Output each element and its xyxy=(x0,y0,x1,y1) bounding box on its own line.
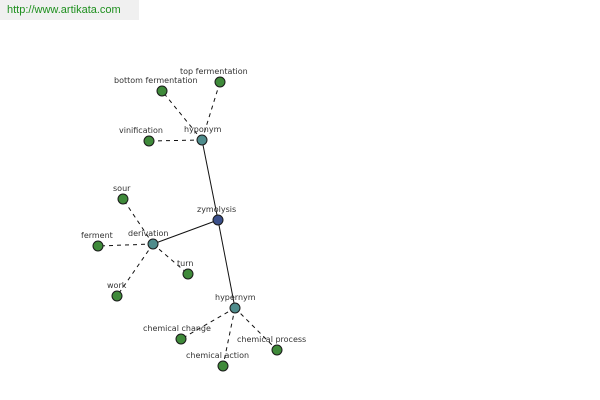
node-label-sour[interactable]: sour xyxy=(113,184,131,193)
node-circle-top-fermentation[interactable] xyxy=(214,76,226,88)
node-circle-chemical-action[interactable] xyxy=(217,360,229,372)
node-circle-ferment[interactable] xyxy=(92,240,104,252)
edge-hyponym-vinification xyxy=(148,139,203,142)
node-circle-bottom-fermentation[interactable] xyxy=(156,85,168,97)
node-sour[interactable]: sour xyxy=(113,184,131,205)
edge-derivation-ferment xyxy=(97,243,154,247)
node-label-vinification[interactable]: vinification xyxy=(119,126,163,135)
node-turn[interactable]: turn xyxy=(177,259,194,280)
watermark-url[interactable]: http://www.artikata.com xyxy=(0,0,139,20)
edge-derivation-sour xyxy=(122,198,154,245)
node-chemical-process[interactable]: chemical process xyxy=(237,335,306,356)
node-label-work[interactable]: work xyxy=(107,281,127,290)
edge-hyponym-bottom-fermentation xyxy=(161,90,203,141)
node-label-bottom-fermentation[interactable]: bottom fermentation xyxy=(114,76,198,85)
node-label-hypernym[interactable]: hypernym xyxy=(215,293,256,302)
node-label-chemical-action[interactable]: chemical action xyxy=(186,351,249,360)
node-circle-zymolysis[interactable] xyxy=(212,214,224,226)
edges-layer xyxy=(97,81,278,367)
node-label-top-fermentation[interactable]: top fermentation xyxy=(180,67,248,76)
node-hypernym[interactable]: hypernym xyxy=(215,293,256,314)
node-circle-chemical-process[interactable] xyxy=(271,344,283,356)
node-circle-derivation[interactable] xyxy=(147,238,159,250)
edge-hypernym-chemical-action xyxy=(222,307,236,367)
node-label-chemical-process[interactable]: chemical process xyxy=(237,335,306,344)
nodes-layer: zymolysis hyponym derivation hypernym top fe… xyxy=(81,67,306,372)
edge-zymolysis-hyponym xyxy=(201,139,219,221)
node-label-hyponym[interactable]: hyponym xyxy=(184,125,222,134)
edge-derivation-work xyxy=(116,243,154,297)
node-circle-vinification[interactable] xyxy=(143,135,155,147)
node-label-ferment[interactable]: ferment xyxy=(81,231,113,240)
node-label-chemical-change[interactable]: chemical change xyxy=(143,324,211,333)
edge-hyponym-top-fermentation xyxy=(201,81,221,141)
node-hyponym[interactable]: hyponym xyxy=(184,125,222,146)
edge-hypernym-chemical-change xyxy=(180,307,236,340)
node-label-derivation[interactable]: derivation xyxy=(128,229,168,238)
node-label-zymolysis[interactable]: zymolysis xyxy=(197,205,236,214)
node-label-turn[interactable]: turn xyxy=(177,259,193,268)
node-work[interactable]: work xyxy=(107,281,127,302)
node-circle-work[interactable] xyxy=(111,290,123,302)
edge-hypernym-chemical-process xyxy=(234,307,278,351)
node-circle-turn[interactable] xyxy=(182,268,194,280)
node-chemical-change[interactable]: chemical change xyxy=(143,324,211,345)
node-circle-hyponym[interactable] xyxy=(196,134,208,146)
edge-zymolysis-hypernym xyxy=(217,219,236,309)
node-zymolysis[interactable]: zymolysis xyxy=(197,205,236,226)
node-circle-sour[interactable] xyxy=(117,193,129,205)
node-top-fermentation[interactable]: top fermentation xyxy=(180,67,248,88)
node-chemical-action[interactable]: chemical action xyxy=(186,351,249,372)
node-vinification[interactable]: vinification xyxy=(119,126,163,147)
node-circle-hypernym[interactable] xyxy=(229,302,241,314)
node-ferment[interactable]: ferment xyxy=(81,231,113,252)
node-bottom-fermentation[interactable]: bottom fermentation xyxy=(114,76,198,97)
node-derivation[interactable]: derivation xyxy=(128,229,168,250)
node-circle-chemical-change[interactable] xyxy=(175,333,187,345)
edge-zymolysis-derivation xyxy=(152,219,219,245)
